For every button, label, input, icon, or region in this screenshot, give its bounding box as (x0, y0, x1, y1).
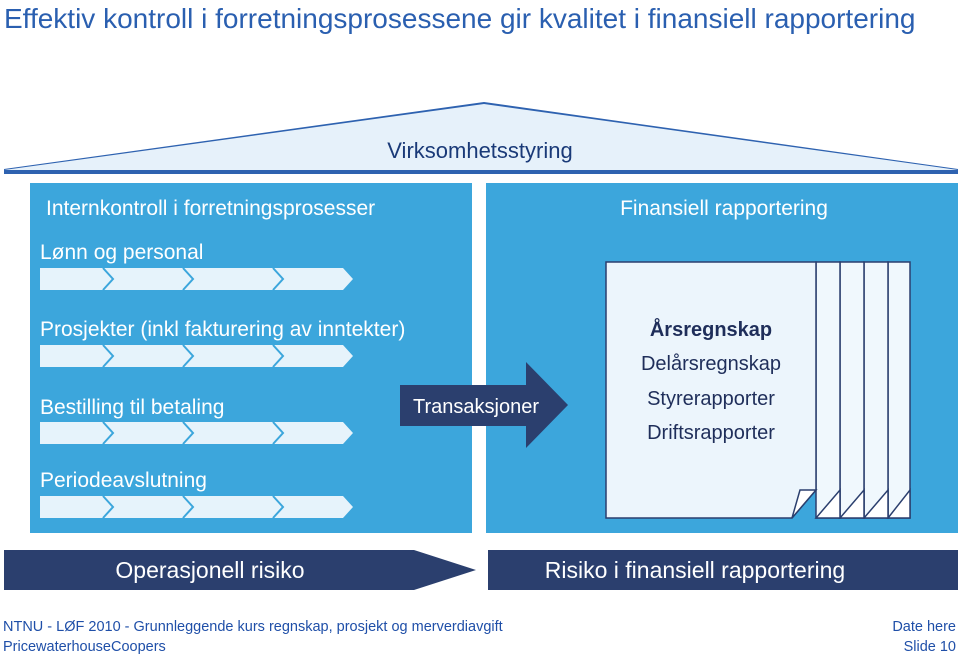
report-driftsrapporter: Driftsrapporter (647, 422, 775, 444)
report-arsregnskap: Årsregnskap (650, 317, 772, 341)
process-label-1: Lønn og personal (40, 241, 203, 264)
footer-date: Date here (892, 619, 956, 635)
process-row-4 (40, 495, 353, 519)
footer-slide-number: Slide 10 (903, 639, 956, 655)
process-row-1 (40, 267, 353, 291)
report-stack (605, 261, 911, 519)
left-panel-heading: Internkontroll i forretningsprosesser (46, 197, 375, 220)
risk-left-label: Operasjonell risiko (115, 557, 304, 583)
process-row-3 (40, 421, 353, 445)
process-row-2 (40, 344, 353, 368)
slide-title: Effektiv kontroll i forretningsprosessen… (4, 3, 916, 34)
risk-bar-right (488, 550, 958, 590)
transaksjoner-label: Transaksjoner (413, 396, 539, 418)
process-label-3: Bestilling til betaling (40, 396, 224, 419)
process-label-2: Prosjekter (inkl fakturering av inntekte… (40, 318, 405, 341)
process-label-4: Periodeavslutning (40, 469, 207, 492)
footer-company: PricewaterhouseCoopers (3, 639, 166, 655)
risk-bar-left (4, 550, 476, 590)
footer-course: NTNU - LØF 2010 - Grunnleggende kurs reg… (3, 619, 503, 635)
roof (4, 104, 958, 170)
report-styrerapporter: Styrerapporter (647, 388, 775, 410)
report-delarsregnskap: Delårsregnskap (641, 353, 781, 375)
risk-right-label: Risiko i finansiell rapportering (545, 557, 845, 583)
transaksjoner-arrow (400, 362, 568, 448)
right-panel-heading: Finansiell rapportering (620, 197, 828, 220)
roof-label: Virksomhetsstyring (387, 138, 572, 163)
